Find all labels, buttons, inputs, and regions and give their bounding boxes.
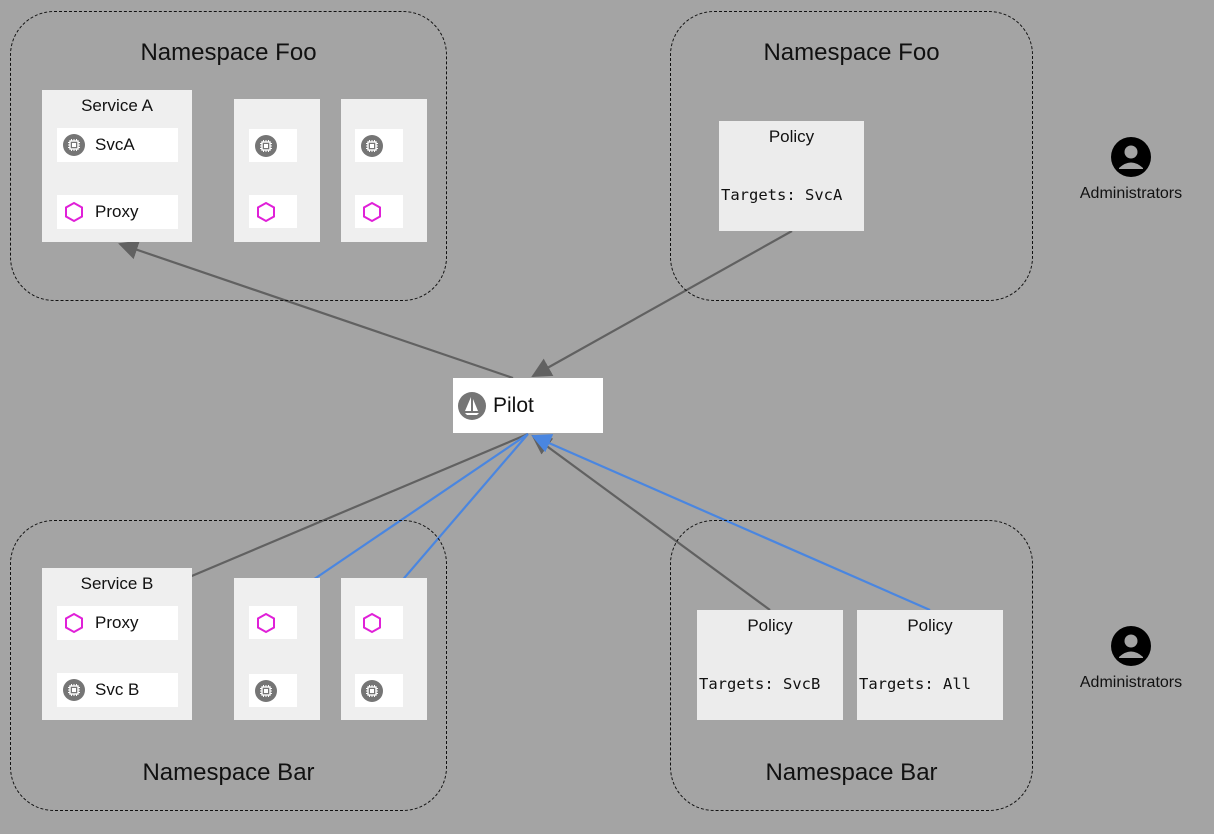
proxy-row — [249, 195, 297, 228]
proxy-row: Proxy — [57, 195, 178, 229]
service-b-title: Service B — [80, 574, 154, 593]
chip-icon — [63, 134, 85, 156]
namespace-foo-right: Namespace Foo — [670, 11, 1033, 301]
pilot-node: Pilot — [453, 378, 603, 433]
chip-icon — [255, 679, 277, 702]
proxy-row — [355, 606, 403, 639]
namespace-title: Namespace Bar — [765, 759, 938, 786]
svcb-label: Svc B — [95, 680, 140, 699]
svcb-row: Svc B — [57, 673, 178, 707]
policy-foo-card: Policy Targets: SvcA — [719, 121, 864, 231]
administrators-label: Administrators — [1079, 185, 1183, 202]
namespace-foo-left: Namespace Foo — [10, 11, 447, 301]
svca-row: SvcA — [57, 128, 178, 162]
chip-row — [355, 129, 403, 162]
policy-targets: Targets: SvcB — [699, 675, 821, 693]
chip-row — [249, 674, 297, 707]
administrators-label: Administrators — [1079, 674, 1183, 691]
hexagon-icon — [63, 201, 85, 223]
person-icon — [1061, 136, 1201, 183]
policy-targets: Targets: SvcA — [721, 186, 843, 204]
hexagon-icon — [255, 201, 277, 223]
pod-card — [234, 578, 320, 720]
svca-label: SvcA — [95, 135, 135, 154]
administrators-bottom: Administrators — [1061, 625, 1201, 692]
hexagon-icon — [63, 612, 85, 634]
edge-pilot-to-proxy-3 — [379, 433, 529, 607]
administrators-top: Administrators — [1061, 136, 1201, 203]
namespace-title: Namespace Bar — [142, 759, 315, 786]
namespace-title: Namespace Foo — [763, 39, 940, 66]
namespace-bar-right: Namespace Bar — [670, 520, 1033, 811]
chip-row — [355, 674, 403, 707]
edge-policy-all-to-pilot — [531, 434, 931, 612]
policy-svcb-card: Policy Targets: SvcB — [697, 610, 843, 720]
service-b-card: Service B Proxy Svc B — [42, 568, 192, 720]
pod-card — [341, 578, 427, 720]
namespace-bar-left: Namespace Bar — [10, 520, 447, 811]
edge-policy-svcb-to-pilot — [531, 434, 771, 611]
chip-icon — [255, 134, 277, 157]
chip-row — [249, 129, 297, 162]
pod-card — [341, 99, 427, 242]
chip-icon — [361, 134, 383, 157]
service-a-card: Service A SvcA Proxy — [42, 90, 192, 242]
hexagon-icon — [255, 612, 277, 634]
person-icon — [1061, 625, 1201, 672]
proxy-row — [249, 606, 297, 639]
chip-icon — [63, 679, 85, 701]
pod-card — [234, 99, 320, 242]
chip-icon — [361, 679, 383, 702]
policy-all-card: Policy Targets: All — [857, 610, 1003, 720]
proxy-label: Proxy — [95, 202, 139, 221]
hexagon-icon — [361, 612, 383, 634]
policy-title: Policy — [768, 127, 815, 146]
proxy-row: Proxy — [57, 606, 178, 640]
edge-pilot-to-proxy-2 — [274, 433, 529, 607]
service-a-title: Service A — [81, 96, 153, 115]
policy-targets: Targets: All — [859, 675, 971, 693]
policy-title: Policy — [747, 616, 793, 635]
hexagon-icon — [361, 201, 383, 223]
proxy-label: Proxy — [95, 613, 139, 632]
edge-pilot-to-service-a — [118, 240, 514, 380]
pilot-label: Pilot — [493, 393, 534, 417]
namespace-title: Namespace Foo — [140, 39, 317, 66]
sail-icon — [458, 391, 486, 420]
policy-title: Policy — [907, 616, 953, 635]
edge-policy-foo-to-pilot — [531, 230, 793, 377]
proxy-row — [355, 195, 403, 228]
